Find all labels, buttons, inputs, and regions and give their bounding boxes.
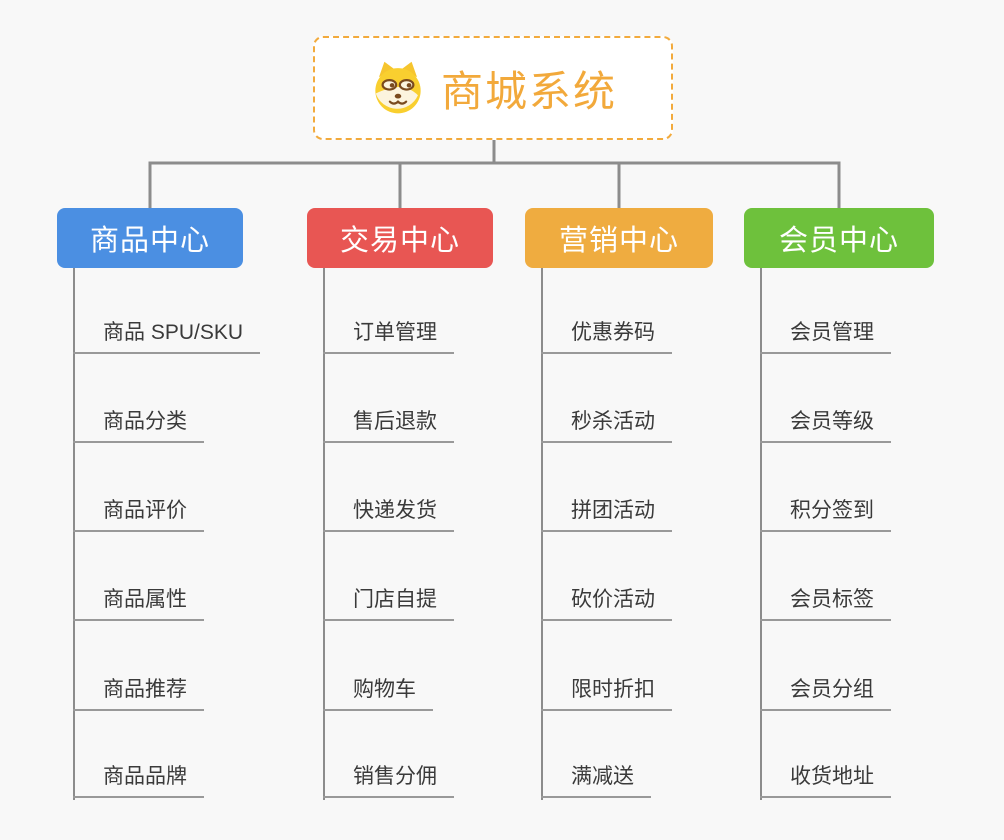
branch-node-marketing-center[interactable]: 营销中心 [525,208,713,268]
branch-trade-center: 交易中心 订单管理售后退款快递发货门店自提购物车销售分佣 [307,208,557,808]
leaf-node[interactable]: 积分签到 [760,499,891,532]
leaf-node[interactable]: 限时折扣 [541,678,672,711]
leaf-node[interactable]: 商品品牌 [73,765,204,798]
leaf-node[interactable]: 购物车 [323,678,433,711]
leaf-node[interactable]: 会员标签 [760,588,891,621]
leaf-node[interactable]: 销售分佣 [323,765,454,798]
branch-trunk-line [73,268,75,800]
branch-node-product-center[interactable]: 商品中心 [57,208,243,268]
leaf-node[interactable]: 会员等级 [760,410,891,443]
leaf-node[interactable]: 优惠券码 [541,321,672,354]
leaf-node[interactable]: 会员分组 [760,678,891,711]
leaf-node[interactable]: 拼团活动 [541,499,672,532]
leaf-node[interactable]: 砍价活动 [541,588,672,621]
doge-icon [375,61,421,114]
root-node[interactable]: 商城系统 [313,36,673,140]
leaf-node[interactable]: 门店自提 [323,588,454,621]
branch-node-trade-center[interactable]: 交易中心 [307,208,493,268]
leaf-node[interactable]: 商品评价 [73,499,204,532]
leaf-node[interactable]: 快递发货 [323,499,454,532]
branch-trunk-line [760,268,762,800]
leaf-node[interactable]: 收货地址 [760,765,891,798]
branch-node-member-center[interactable]: 会员中心 [744,208,934,268]
branch-marketing-center: 营销中心 优惠券码秒杀活动拼团活动砍价活动限时折扣满减送 [525,208,775,808]
leaf-node[interactable]: 售后退款 [323,410,454,443]
leaf-node[interactable]: 商品属性 [73,588,204,621]
leaf-node[interactable]: 商品分类 [73,410,204,443]
leaf-node[interactable]: 商品推荐 [73,678,204,711]
branch-product-center: 商品中心 商品 SPU/SKU 商品分类商品评价商品属性商品推荐商品品牌 [57,208,307,808]
branch-trunk-line [323,268,325,800]
leaf-node[interactable]: 会员管理 [760,321,891,354]
leaf-node[interactable]: 订单管理 [323,321,454,354]
leaf-node[interactable]: 秒杀活动 [541,410,672,443]
branch-member-center: 会员中心 会员管理会员等级积分签到会员标签会员分组收货地址 [744,208,994,808]
leaf-node[interactable]: 满减送 [541,765,651,798]
leaf-node[interactable]: 商品 SPU/SKU [73,321,261,354]
branch-trunk-line [541,268,543,800]
root-title: 商城系统 [440,67,617,115]
